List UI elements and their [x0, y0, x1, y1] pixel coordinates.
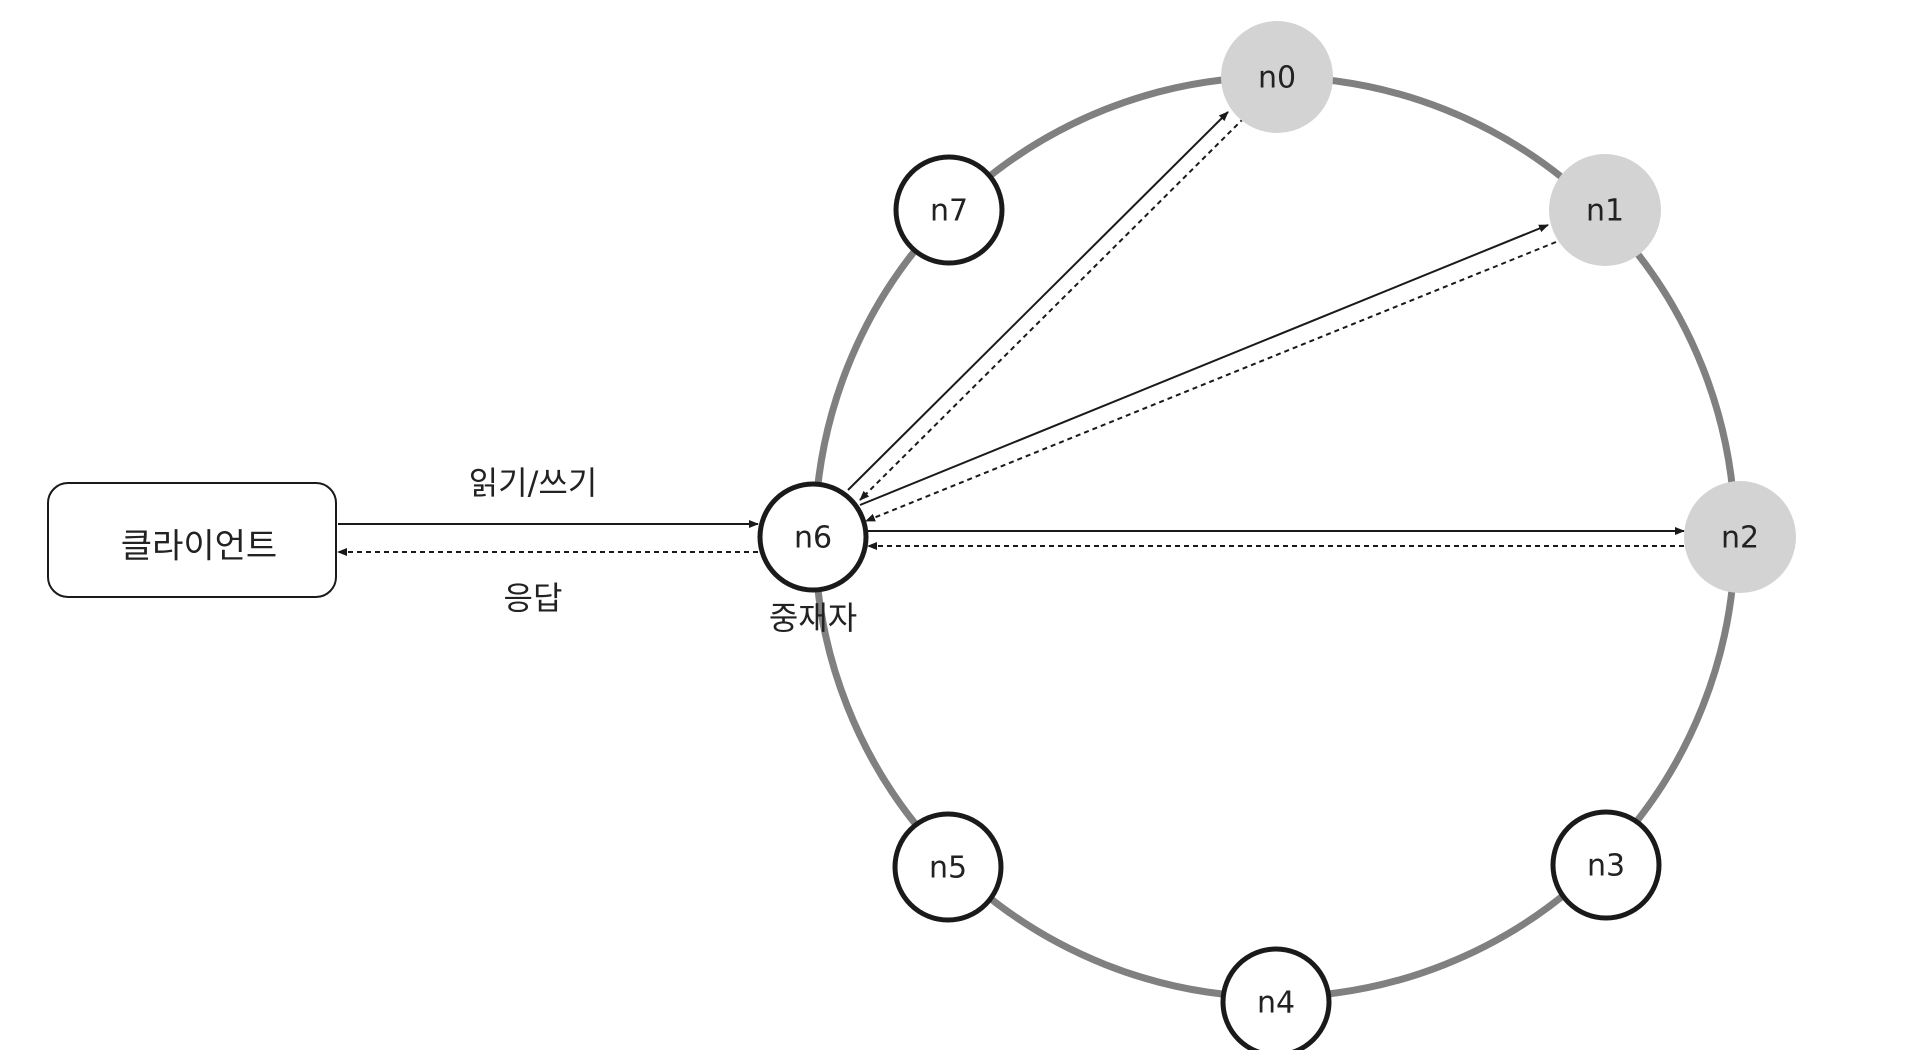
- node-label-n0: n0: [1258, 61, 1296, 96]
- node-n2[interactable]: n2: [1684, 481, 1796, 593]
- node-n6-coordinator[interactable]: n6: [757, 481, 869, 593]
- node-n7[interactable]: n7: [893, 154, 1005, 266]
- node-label-n3: n3: [1587, 849, 1625, 884]
- coordinator-label: 중재자: [769, 599, 857, 637]
- node-label-n1: n1: [1586, 194, 1624, 229]
- write-arrow-n0: [847, 111, 1229, 491]
- client-box[interactable]: 클라이언트: [47, 482, 337, 598]
- node-label-n6: n6: [794, 521, 832, 556]
- node-n0[interactable]: n0: [1221, 21, 1333, 133]
- node-n5[interactable]: n5: [892, 811, 1004, 923]
- node-label-n7: n7: [930, 194, 968, 229]
- node-label-n4: n4: [1257, 986, 1295, 1021]
- node-n1[interactable]: n1: [1549, 154, 1661, 266]
- client-label: 클라이언트: [121, 527, 277, 567]
- node-label-n5: n5: [929, 851, 967, 886]
- ack-arrow-n0: [859, 117, 1245, 501]
- write-arrow-n1: [859, 224, 1549, 506]
- response-label: 응답: [504, 579, 563, 617]
- node-n4[interactable]: n4: [1220, 946, 1332, 1050]
- ack-arrow-n1: [865, 241, 1557, 522]
- node-n3[interactable]: n3: [1550, 809, 1662, 921]
- request-label: 읽기/쓰기: [469, 464, 598, 502]
- node-label-n2: n2: [1721, 521, 1759, 556]
